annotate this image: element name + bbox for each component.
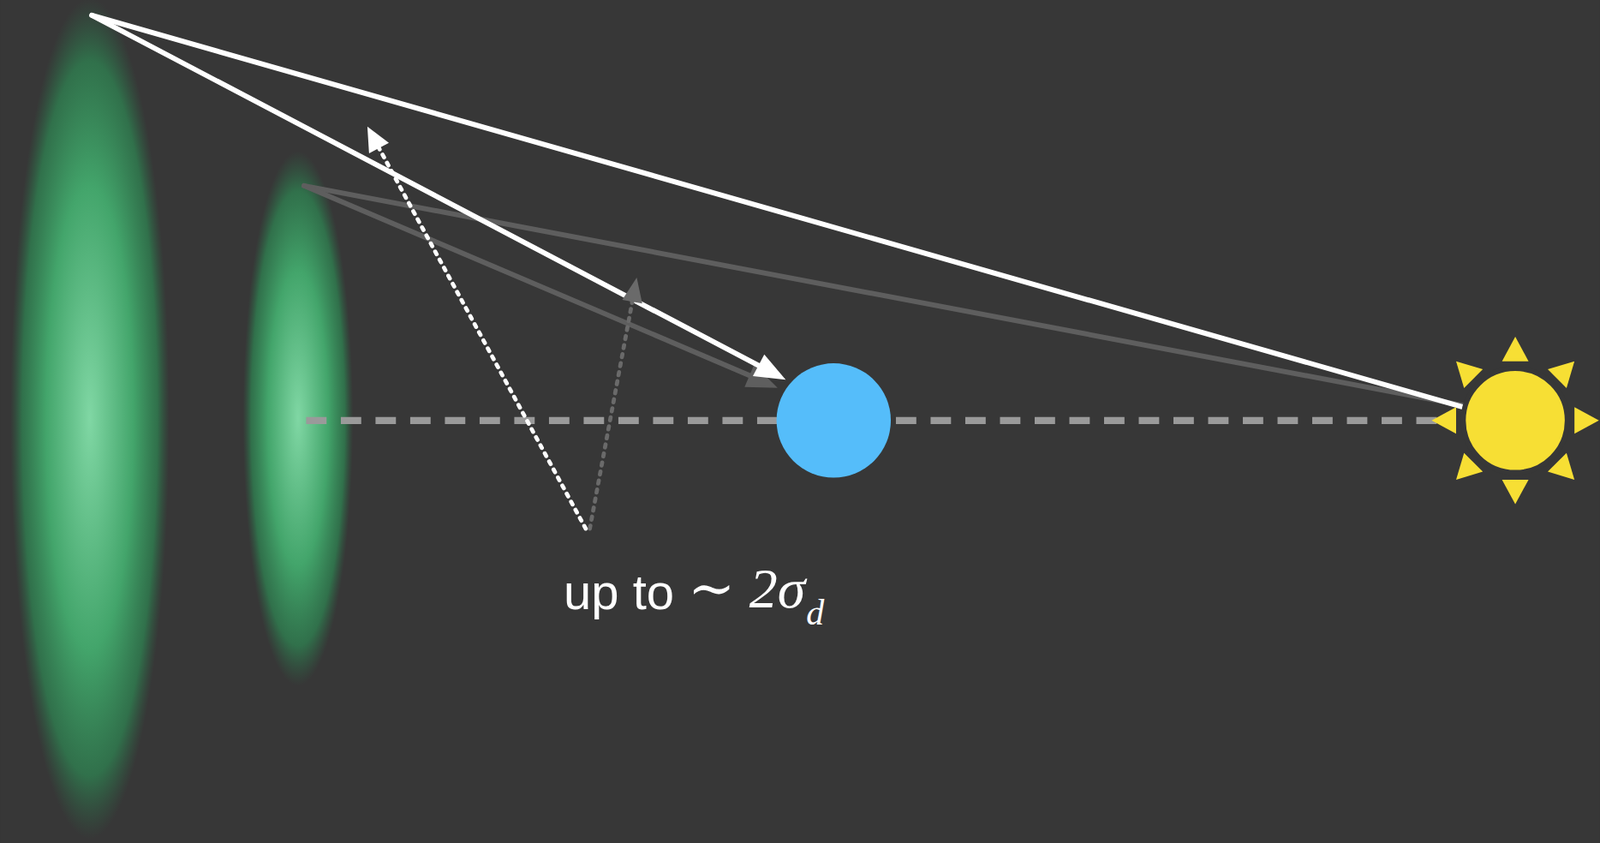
ray-line — [304, 185, 751, 377]
dimension-symbol: ∼ 2σ — [687, 560, 806, 617]
arrowhead — [752, 354, 786, 380]
dimension-text: up to — [563, 567, 675, 617]
near-plane — [243, 150, 354, 686]
sun-symbol — [1431, 336, 1599, 504]
arrowhead — [367, 126, 389, 154]
far-plane — [10, 0, 170, 839]
ray-line — [91, 15, 760, 367]
offset-line — [378, 148, 586, 529]
observer-circle — [776, 363, 891, 478]
ray-line — [91, 15, 1468, 409]
offset-line — [590, 301, 633, 529]
arrowhead — [621, 277, 642, 304]
dimension-subscript: d — [805, 594, 824, 631]
